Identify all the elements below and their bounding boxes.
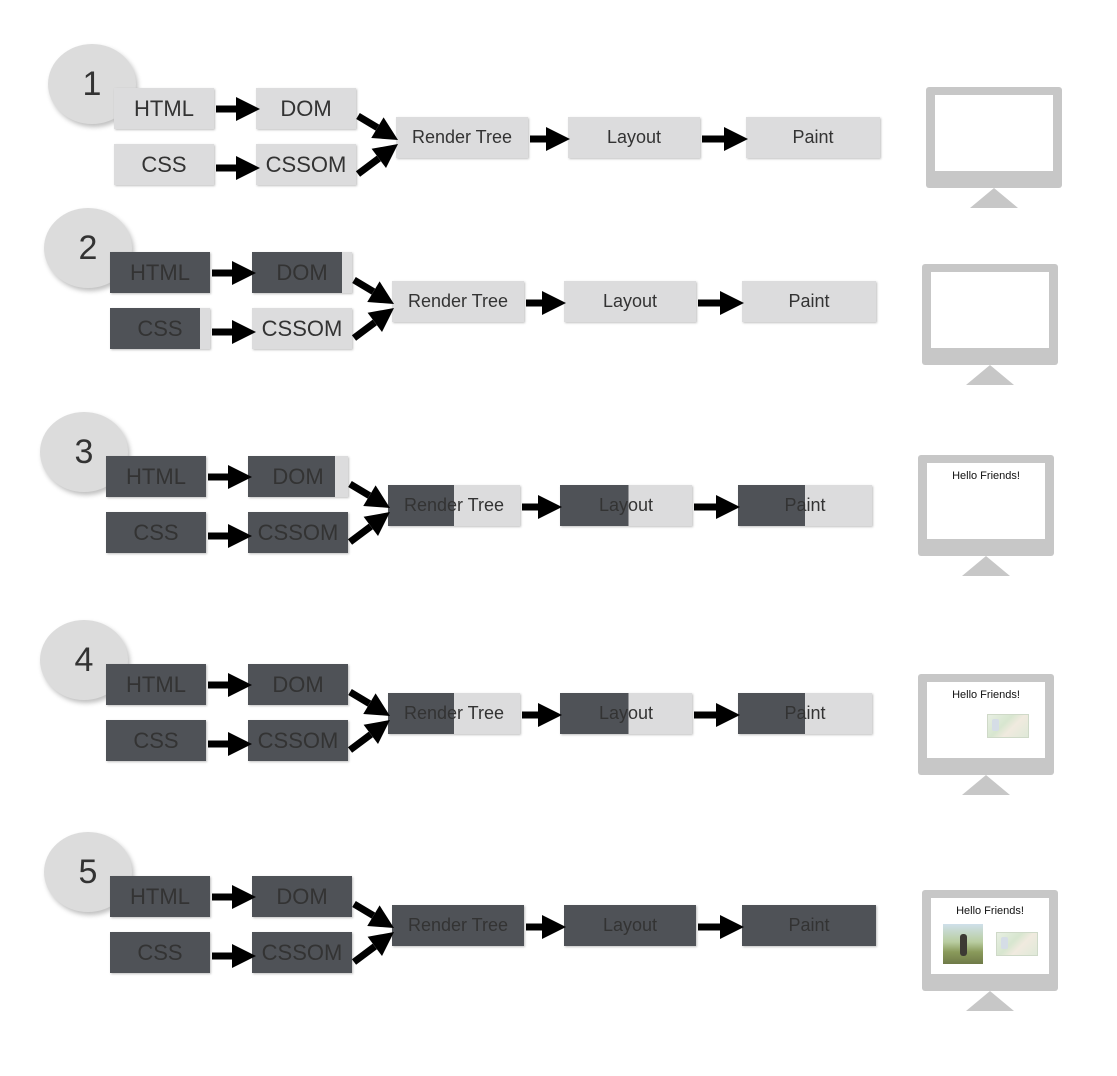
monitor-icon: Hello Friends! xyxy=(922,890,1058,1014)
monitor-stand xyxy=(966,991,1014,1011)
layout-node: Layout xyxy=(568,117,700,158)
css-node: CSS xyxy=(106,720,206,761)
css-node: CSS xyxy=(114,144,214,185)
monitor-stand xyxy=(962,775,1010,795)
map-image xyxy=(996,932,1038,956)
dom-node: DOM xyxy=(256,88,356,129)
map-image xyxy=(987,714,1029,738)
pipeline-arrows xyxy=(216,97,748,180)
paint-node: Paint xyxy=(746,117,880,158)
monitor-screen: Hello Friends! xyxy=(927,463,1045,539)
html-node: HTML xyxy=(114,88,214,129)
render-tree-node: Render Tree xyxy=(396,117,528,158)
pipeline-arrows xyxy=(208,465,740,548)
monitor-screen: Hello Friends! xyxy=(927,682,1045,758)
monitor-icon xyxy=(926,87,1062,211)
monitor-screen xyxy=(935,95,1053,171)
monitor-stand xyxy=(970,188,1018,208)
hello-text: Hello Friends! xyxy=(952,470,1020,482)
css-node: CSS xyxy=(110,932,210,973)
dom-node: DOM xyxy=(252,876,352,917)
step-number-badge: 1 xyxy=(48,44,136,124)
paint-node: Paint xyxy=(742,905,876,946)
layout-node: Layout xyxy=(564,281,696,322)
monitor-screen xyxy=(931,272,1049,348)
render-tree-node: Render Tree xyxy=(388,485,520,526)
monitor-stand xyxy=(966,365,1014,385)
layout-node: Layout xyxy=(564,905,696,946)
monitor-icon: Hello Friends! xyxy=(918,455,1054,579)
pipeline-arrows xyxy=(212,261,744,344)
render-tree-node: Render Tree xyxy=(392,905,524,946)
paint-node: Paint xyxy=(742,281,876,322)
cssom-node: CSSOM xyxy=(256,144,356,185)
html-node: HTML xyxy=(110,252,210,293)
render-tree-node: Render Tree xyxy=(388,693,520,734)
html-node: HTML xyxy=(106,664,206,705)
pipeline-arrows xyxy=(212,885,744,968)
photo-image xyxy=(943,924,983,964)
css-node: CSS xyxy=(106,512,206,553)
layout-node: Layout xyxy=(560,485,692,526)
paint-node: Paint xyxy=(738,693,872,734)
cssom-node: CSSOM xyxy=(248,720,348,761)
cssom-node: CSSOM xyxy=(252,932,352,973)
dom-node: DOM xyxy=(252,252,352,293)
html-node: HTML xyxy=(106,456,206,497)
hello-text: Hello Friends! xyxy=(952,689,1020,701)
monitor-screen: Hello Friends! xyxy=(931,898,1049,974)
hello-text: Hello Friends! xyxy=(956,905,1024,917)
dom-node: DOM xyxy=(248,664,348,705)
cssom-node: CSSOM xyxy=(248,512,348,553)
pipeline-arrows xyxy=(208,673,740,756)
html-node: HTML xyxy=(110,876,210,917)
monitor-stand xyxy=(962,556,1010,576)
monitor-icon xyxy=(922,264,1058,388)
layout-node: Layout xyxy=(560,693,692,734)
paint-node: Paint xyxy=(738,485,872,526)
css-node: CSS xyxy=(110,308,210,349)
cssom-node: CSSOM xyxy=(252,308,352,349)
render-tree-node: Render Tree xyxy=(392,281,524,322)
dom-node: DOM xyxy=(248,456,348,497)
monitor-icon: Hello Friends! xyxy=(918,674,1054,798)
